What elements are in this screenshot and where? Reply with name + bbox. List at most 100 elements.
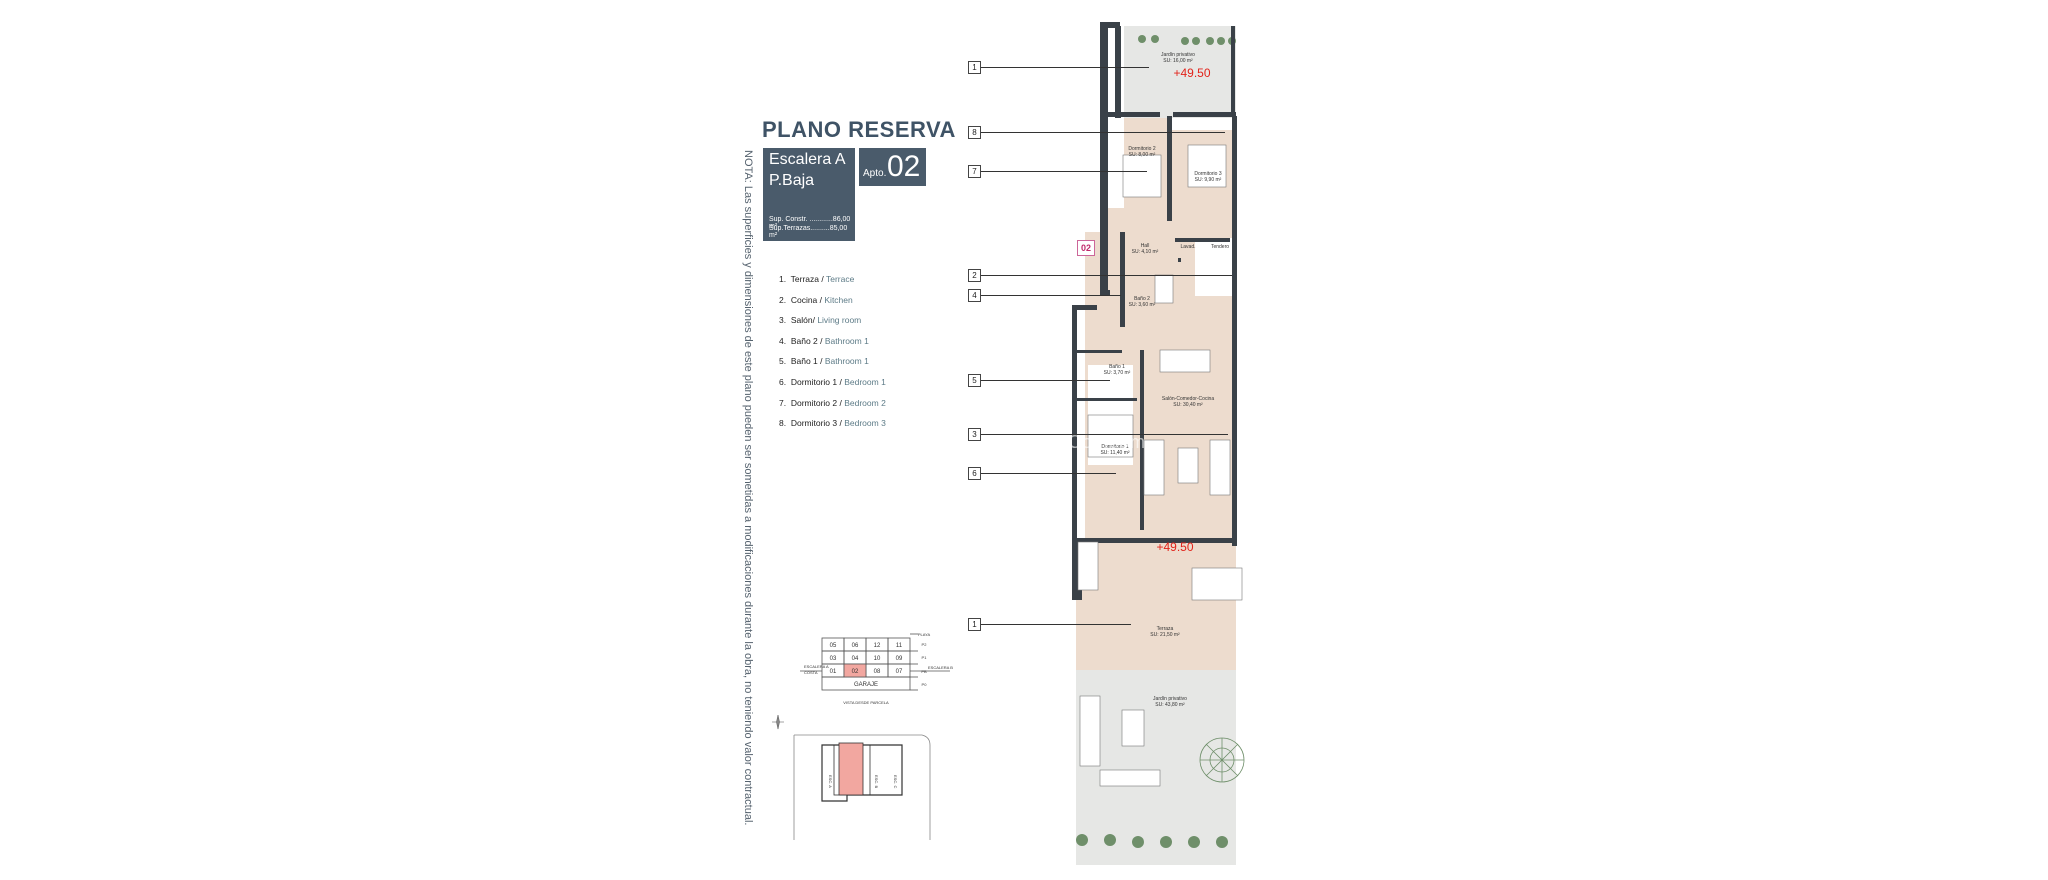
block-label: ESC. C bbox=[893, 775, 898, 788]
legend-item: 1. Terraza / Terrace bbox=[779, 274, 855, 284]
callout-7: 7 bbox=[968, 165, 981, 178]
apto-label: Apto. bbox=[863, 168, 887, 179]
highlighted-unit bbox=[843, 663, 867, 678]
unit-cell: 02 bbox=[852, 669, 859, 675]
site-highlight bbox=[838, 742, 864, 796]
floor-label: P.Baja bbox=[769, 172, 815, 189]
sofa bbox=[1143, 439, 1165, 496]
legend-item: 5. Baño 1 / Bathroom 1 bbox=[779, 356, 869, 367]
callout-1-terrace: 1 bbox=[968, 618, 981, 631]
armchair bbox=[1209, 439, 1231, 496]
terrace bbox=[1076, 540, 1236, 670]
legend-item: 8. Dormitorio 3 / Bedroom 3 bbox=[779, 418, 886, 429]
leader-line bbox=[981, 434, 1228, 435]
bed-dorm1 bbox=[1087, 414, 1134, 458]
floor-tag: P2 bbox=[922, 642, 928, 647]
garden-sofa bbox=[1079, 695, 1101, 767]
callout-2: 2 bbox=[968, 269, 981, 282]
north-arrow-icon bbox=[772, 715, 784, 730]
leader-line bbox=[981, 67, 1149, 68]
coffee-table bbox=[1177, 447, 1199, 484]
legend-item: 6. Dormitorio 1 / Bedroom 1 bbox=[779, 376, 886, 387]
callout-6: 6 bbox=[968, 467, 981, 480]
leader-line bbox=[981, 132, 1225, 133]
disclaimer-text: NOTA: Las superficies y dimensiones de e… bbox=[742, 150, 754, 826]
level-terrace: +49.50 bbox=[1156, 540, 1193, 554]
unit-cell: 03 bbox=[830, 656, 837, 662]
escalera-label: Escalera A bbox=[769, 151, 846, 168]
site-plan: ESC. A ESC. B ESC. C bbox=[772, 715, 931, 840]
room-label-tendero: Tendero bbox=[1211, 244, 1229, 250]
elevation-caption: VISTA DESDE PARCELA bbox=[843, 700, 889, 705]
kitchen-island bbox=[1154, 274, 1174, 304]
legend-item: 4. Baño 2 / Bathroom 1 bbox=[779, 335, 869, 346]
leader-line bbox=[981, 624, 1131, 625]
dining-table bbox=[1159, 349, 1211, 373]
callout-4: 4 bbox=[968, 289, 981, 302]
leader-line bbox=[981, 275, 1232, 276]
legend-item: 7. Dormitorio 2 / Bedroom 2 bbox=[779, 397, 886, 408]
floor-tag: P1 bbox=[922, 655, 928, 660]
unit-cell: 11 bbox=[896, 643, 903, 649]
unit-cell: 06 bbox=[852, 643, 859, 649]
unit-cell: 04 bbox=[852, 656, 859, 662]
apartment-tag: 02 bbox=[1077, 240, 1095, 256]
callout-5: 5 bbox=[968, 374, 981, 387]
callout-8: 8 bbox=[968, 126, 981, 139]
unit-cell: 10 bbox=[874, 656, 881, 662]
garden-lounger bbox=[1099, 769, 1161, 787]
bed-dorm3 bbox=[1187, 144, 1227, 188]
watermark: Comcom bbox=[1068, 432, 1147, 452]
level-top: +49.50 bbox=[1173, 66, 1210, 80]
sup-terrazas: Sup.Terrazas..........85,00 m² bbox=[769, 225, 848, 239]
unit-cell: 12 bbox=[874, 643, 881, 649]
sup-construida: Sup. Constr. ............86,00 m² bbox=[769, 216, 851, 230]
garden-table bbox=[1121, 709, 1145, 747]
leader-line bbox=[981, 473, 1116, 474]
unit-cell: 08 bbox=[874, 669, 881, 675]
floor-tag: PB bbox=[921, 669, 927, 674]
leader-line bbox=[981, 380, 1110, 381]
stairs bbox=[1077, 541, 1099, 591]
disclaimer-note: NOTA: Las superficies y dimensiones de e… bbox=[740, 150, 760, 825]
tree-icon bbox=[1199, 737, 1245, 783]
apto-panel: Apto. 02 bbox=[859, 148, 926, 186]
apto-number: 02 bbox=[887, 150, 921, 183]
shrubs-bottom bbox=[1076, 834, 1228, 848]
key-plan-elevation: 05 06 12 11 03 04 10 09 01 02 08 07 GARA… bbox=[800, 632, 953, 705]
room-legend: 1. Terraza / Terrace 2. Cocina / Kitchen… bbox=[779, 274, 886, 439]
bed-dorm2 bbox=[1122, 154, 1162, 198]
block-label: ESC. B bbox=[874, 775, 879, 788]
terrace-table bbox=[1191, 567, 1243, 601]
garage-label: GARAJE bbox=[854, 682, 878, 688]
floor-tag: P0 bbox=[922, 682, 928, 687]
leader-line bbox=[981, 171, 1147, 172]
garden-bottom bbox=[1076, 670, 1236, 865]
unit-cell: 07 bbox=[896, 669, 903, 675]
callout-1: 1 bbox=[968, 61, 981, 74]
unit-cell: 01 bbox=[830, 669, 837, 675]
callout-3: 3 bbox=[968, 428, 981, 441]
unit-cell: 09 bbox=[896, 656, 903, 662]
block-label: ESC. A bbox=[828, 775, 833, 788]
room-label-lavadero: Lavad. bbox=[1180, 244, 1195, 250]
legend-item: 3. Salón/ Living room bbox=[779, 315, 862, 326]
unit-cell: 05 bbox=[830, 643, 837, 649]
leader-line bbox=[981, 295, 1121, 296]
escalera-panel: Escalera A P.Baja Sup. Constr. .........… bbox=[763, 148, 855, 241]
floor-tag: PLAYA bbox=[918, 632, 931, 637]
right-stair-label: ESCALERA B bbox=[928, 665, 953, 670]
page-title: PLANO RESERVA bbox=[762, 117, 956, 142]
